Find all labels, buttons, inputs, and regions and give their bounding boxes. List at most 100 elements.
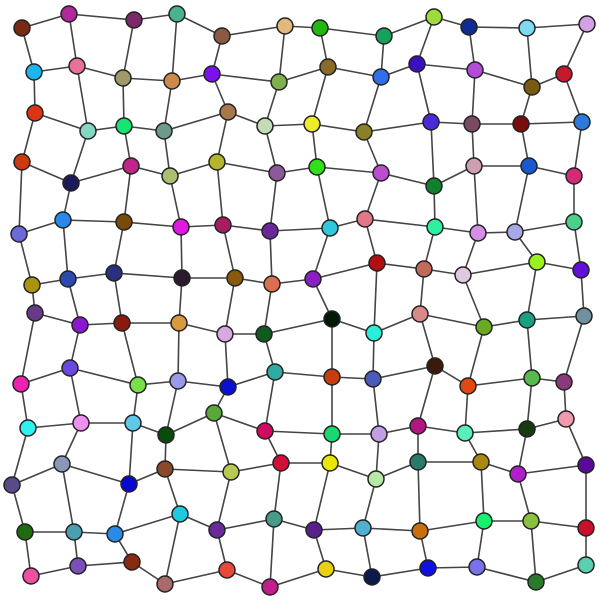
graph-edge	[269, 568, 327, 588]
graph-node	[25, 63, 43, 81]
graph-node	[308, 158, 326, 176]
graph-node	[255, 325, 273, 343]
graph-edge	[114, 513, 181, 535]
graph-node	[355, 123, 373, 141]
graph-edge	[563, 315, 585, 383]
graph-edge	[462, 274, 485, 328]
graph-node	[219, 103, 237, 121]
graph-node	[456, 424, 474, 442]
graph-node	[305, 521, 323, 539]
graph-node	[169, 372, 187, 390]
graph-node	[577, 456, 595, 474]
graph-edge	[373, 262, 378, 334]
graph-node	[173, 269, 191, 287]
graph-node	[463, 115, 481, 133]
graph-edge	[164, 468, 232, 473]
graph-edge	[216, 161, 224, 226]
graph-edge	[11, 463, 63, 486]
graph-edge	[77, 561, 133, 567]
graph-node	[203, 65, 221, 83]
graph-edge	[62, 219, 125, 223]
graph-edge	[222, 224, 236, 279]
graph-edge	[526, 27, 533, 88]
graph-node	[409, 453, 427, 471]
graph-edge	[380, 172, 435, 187]
graph-node	[356, 210, 374, 228]
graph-node	[565, 213, 583, 231]
graph-edge	[69, 367, 82, 424]
graph-edge	[316, 166, 331, 229]
graph-edge	[61, 463, 75, 533]
graph-edge	[269, 227, 331, 232]
graph-node	[354, 519, 372, 537]
graph-node	[214, 216, 232, 234]
graph-node	[365, 324, 383, 342]
graph-edge	[419, 313, 485, 328]
graph-edge	[573, 121, 583, 177]
graph-node	[22, 567, 40, 585]
graph-edge	[278, 25, 286, 83]
graph-edge	[34, 112, 89, 132]
graph-edge	[316, 166, 382, 174]
graph-node	[218, 561, 236, 579]
graph-edge	[467, 326, 485, 387]
graph-edge	[417, 461, 421, 532]
graph-node	[157, 426, 175, 444]
graph-node	[161, 167, 179, 185]
graph-node	[419, 559, 437, 577]
graph-edge	[76, 65, 89, 132]
graph-edge	[122, 19, 135, 79]
graph-edge	[327, 66, 382, 78]
graph-node	[265, 510, 283, 528]
graph-node	[23, 276, 41, 294]
graph-node	[79, 122, 97, 140]
graph-node	[368, 254, 386, 272]
graph-edge	[163, 111, 229, 132]
graph-edge	[419, 520, 485, 532]
graph-node	[256, 422, 274, 440]
graph-node	[466, 61, 484, 79]
graph-node	[425, 177, 443, 195]
graph-node	[555, 65, 573, 83]
graph-edge	[20, 312, 36, 385]
graph-node	[523, 369, 541, 387]
graph-node	[321, 219, 339, 237]
graph-node	[62, 174, 80, 192]
graph-node	[71, 316, 89, 334]
graph-node	[363, 568, 381, 586]
graph-node	[577, 519, 595, 537]
graph-node	[65, 523, 83, 541]
graph-node	[422, 113, 440, 131]
graph-node	[415, 260, 433, 278]
graph-edge	[464, 428, 528, 434]
graph-node	[454, 266, 472, 284]
graph-edge	[530, 520, 537, 583]
graph-node	[68, 57, 86, 75]
graph-edge	[263, 318, 333, 335]
graph-node	[321, 454, 339, 472]
graph-node	[303, 115, 321, 133]
graph-edge	[430, 121, 435, 187]
graph-edge	[68, 13, 78, 67]
graph-node	[222, 463, 240, 481]
graph-node	[572, 261, 590, 279]
graph-node	[123, 553, 141, 571]
graph-node	[115, 117, 133, 135]
graph-edge	[363, 121, 432, 133]
graph-node	[472, 453, 490, 471]
graph-edge	[61, 463, 130, 485]
graph-node	[172, 218, 190, 236]
graph-edge	[319, 27, 385, 37]
graph-node	[120, 475, 138, 493]
graph-edge	[313, 462, 331, 531]
graph-node	[311, 19, 329, 37]
graph-node	[520, 157, 538, 175]
graph-node	[468, 558, 486, 576]
graph-node	[426, 357, 444, 375]
graph-edge	[417, 365, 436, 427]
graph-edge	[165, 380, 179, 436]
graph-node	[125, 11, 143, 29]
graph-node	[323, 425, 341, 443]
graph-node	[411, 305, 429, 323]
